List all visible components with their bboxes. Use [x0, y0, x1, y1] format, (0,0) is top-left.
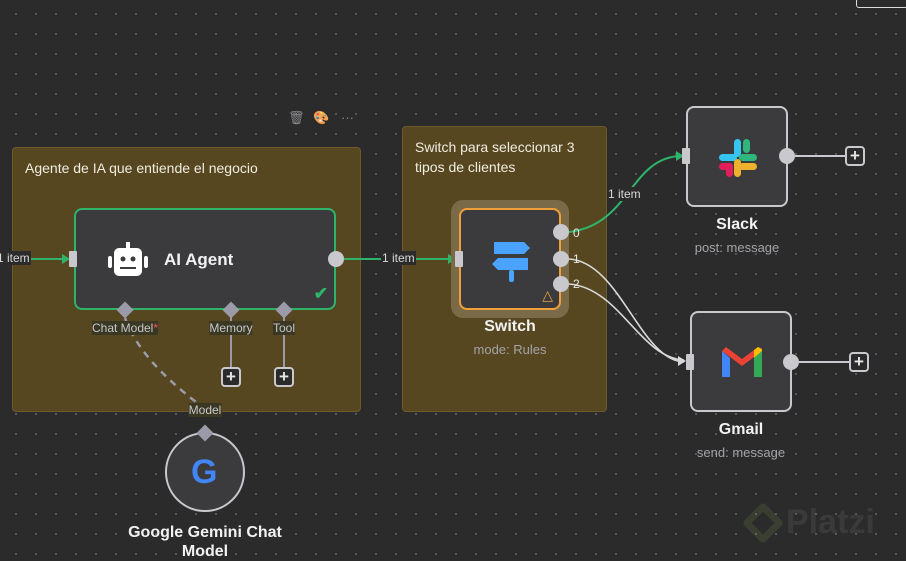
- add-node-after-gmail-button[interactable]: +: [849, 352, 869, 372]
- edge-switch-gmail-2: [568, 283, 685, 361]
- edge-switch-gmail-1: [568, 258, 685, 363]
- ai-agent-input-handle[interactable]: [69, 251, 77, 267]
- switch-node[interactable]: △: [459, 208, 561, 310]
- switch-input-handle[interactable]: [455, 251, 463, 267]
- required-mark: *: [153, 321, 159, 335]
- memory-label: Memory: [209, 321, 253, 335]
- slack-output-handle[interactable]: [779, 148, 795, 164]
- gmail-output-handle[interactable]: [783, 354, 799, 370]
- gmail-icon: [722, 347, 762, 377]
- node-title: Google Gemini Chat Model: [128, 524, 282, 560]
- gmail-input-handle[interactable]: [686, 354, 694, 370]
- ai-agent-node[interactable]: AI Agent ✔: [74, 208, 336, 310]
- add-tool-button[interactable]: +: [274, 367, 294, 387]
- trash-icon[interactable]: 🗑: [288, 110, 305, 125]
- node-title: AI Agent: [164, 250, 234, 269]
- arrow: [676, 151, 684, 161]
- palette-icon[interactable]: 🎨: [313, 110, 330, 125]
- slack-node[interactable]: [686, 106, 788, 207]
- node-subtitle: post: message: [694, 240, 780, 255]
- google-icon: G: [191, 453, 218, 491]
- chat-model-label: Chat Model*: [91, 321, 159, 335]
- node-title: Slack: [716, 216, 758, 233]
- node-title: Gmail: [718, 421, 764, 438]
- arrow: [62, 254, 70, 264]
- label-text: Chat Model: [91, 321, 154, 335]
- switch-output-2[interactable]: [553, 276, 569, 292]
- ellipsis-icon[interactable]: ···: [341, 110, 354, 125]
- node-title: Switch: [484, 318, 536, 335]
- edge-label: 1 item: [607, 187, 642, 201]
- warning-icon: △: [542, 287, 553, 303]
- top-right-panel[interactable]: [856, 0, 906, 8]
- success-check-icon: ✔: [313, 284, 328, 303]
- ai-agent-output-handle[interactable]: [328, 251, 344, 267]
- signpost-icon: [492, 242, 530, 282]
- output-label: 1: [573, 252, 580, 266]
- gmail-node[interactable]: [690, 311, 792, 412]
- arrow: [678, 356, 686, 366]
- edge-label: 1 item: [381, 251, 416, 265]
- add-node-after-slack-button[interactable]: +: [845, 146, 865, 166]
- output-label: 2: [573, 277, 580, 291]
- edge-label: 1 item: [0, 251, 31, 265]
- platzi-logo-icon: [741, 501, 785, 544]
- add-memory-button[interactable]: +: [221, 367, 241, 387]
- model-handle-label: Model: [188, 403, 222, 417]
- platzi-watermark: Platzi: [741, 501, 875, 544]
- switch-output-0[interactable]: [553, 224, 569, 240]
- output-label: 0: [573, 226, 580, 240]
- tool-label: Tool: [272, 321, 296, 335]
- robot-icon: [108, 242, 148, 276]
- watermark-text: Platzi: [786, 503, 875, 541]
- node-subtitle: mode: Rules: [473, 342, 547, 357]
- sticky-note-title: Switch para seleccionar 3 tipos de clien…: [415, 139, 575, 175]
- sticky-note-title: Agente de IA que entiende el negocio: [25, 160, 258, 176]
- slack-icon: [719, 139, 757, 177]
- slack-input-handle[interactable]: [682, 148, 690, 164]
- switch-output-1[interactable]: [553, 251, 569, 267]
- gemini-node[interactable]: G: [165, 432, 245, 512]
- node-subtitle: send: message: [696, 445, 786, 460]
